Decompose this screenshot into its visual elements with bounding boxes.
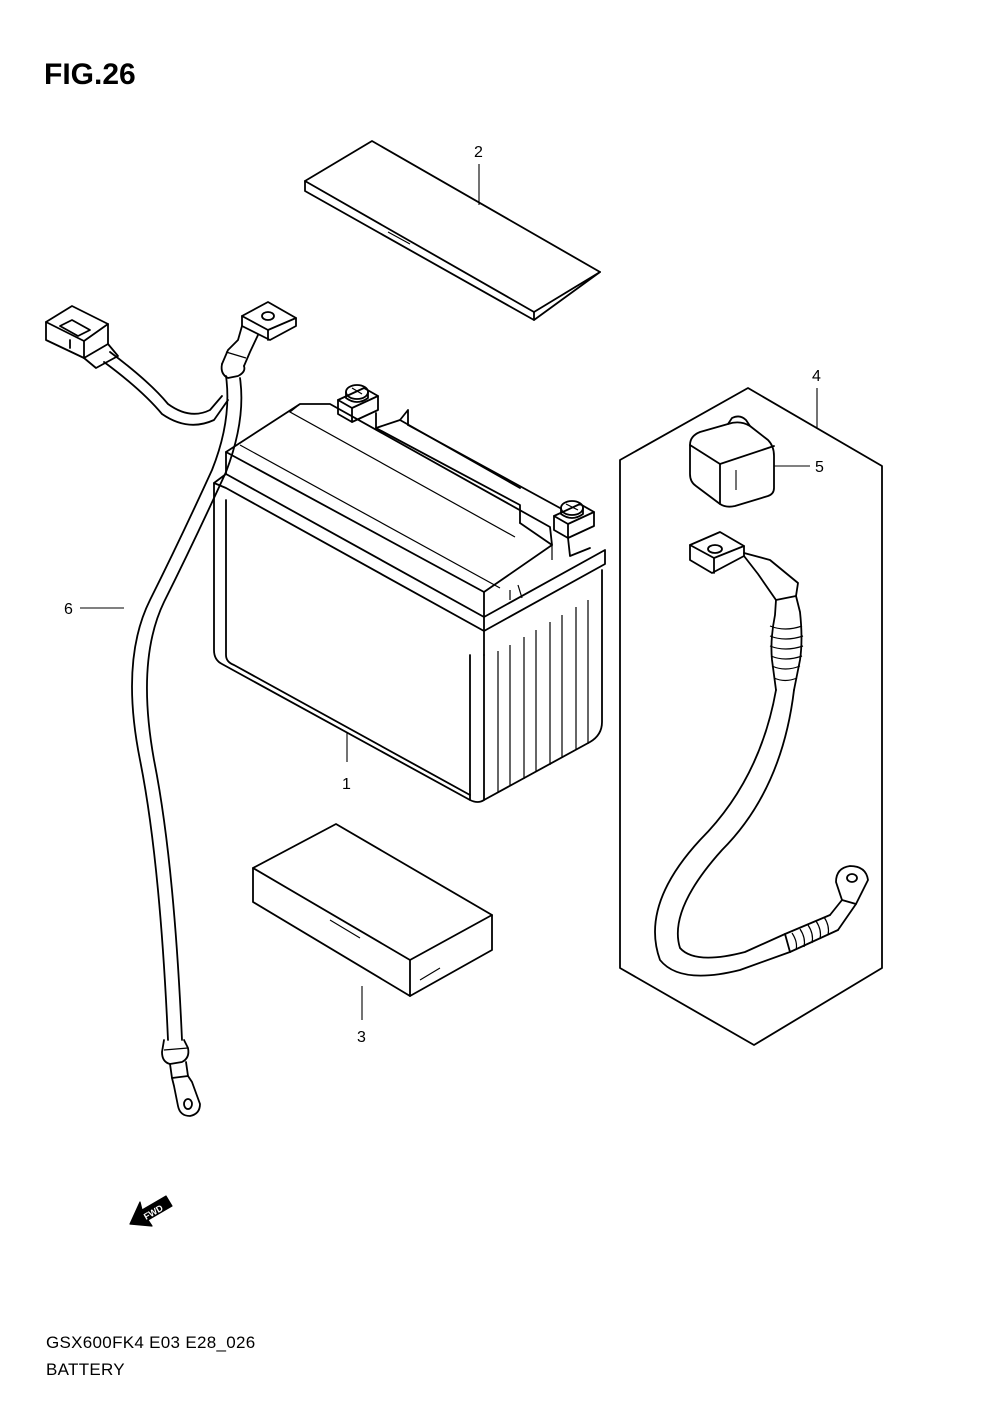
battery-cable-kit[interactable]: [619, 387, 883, 1046]
callout-5: 5: [815, 459, 824, 476]
battery[interactable]: [213, 384, 606, 803]
callout-1: 1: [342, 776, 351, 793]
callout-4: 4: [812, 368, 821, 385]
wire-harness[interactable]: [45, 301, 297, 1117]
battery-top-pad[interactable]: [304, 140, 601, 321]
callout-2: 2: [474, 144, 483, 161]
model-code: GSX600FK4 E03 E28_026: [46, 1333, 256, 1352]
callout-3: 3: [357, 1029, 366, 1046]
terminal-cover[interactable]: [689, 415, 775, 508]
figure-title: FIG.26: [44, 58, 136, 91]
battery-bottom-pad[interactable]: [252, 823, 493, 997]
fwd-direction-arrow-icon: FWD: [129, 1195, 173, 1227]
callout-6: 6: [64, 601, 73, 618]
group-name: BATTERY: [46, 1360, 125, 1379]
